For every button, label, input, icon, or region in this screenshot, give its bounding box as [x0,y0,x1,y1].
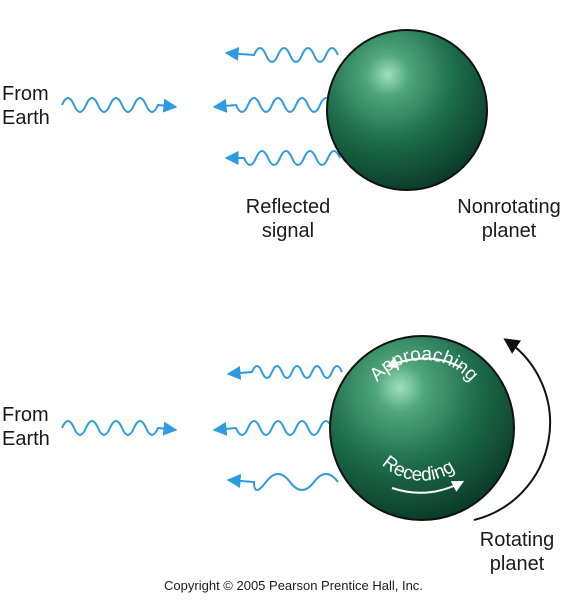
receding-arrow [391,480,465,494]
incoming-signal-wave [61,97,178,113]
redshifted-wave [226,473,339,491]
rotating-planet [329,335,515,521]
copyright-notice: Copyright © 2005 Pearson Prentice Hall, … [164,578,423,593]
from-earth-label-top: From Earth [2,83,50,129]
rotating-planet-label: Rotating planet [479,529,555,575]
approaching-arrow [385,356,463,369]
reflected-wave-middle [212,97,333,113]
incoming-signal-wave-2 [61,420,178,436]
rotation-direction-arrow [473,338,552,521]
reflected-wave-bottom [224,150,341,166]
blueshifted-wave [226,365,343,380]
from-earth-label-bottom: From Earth [2,404,50,450]
reflected-signal-label: Reflected signal [245,196,331,242]
reflected-wave-top [224,46,339,63]
nonrotating-planet [326,29,488,191]
unshifted-wave [212,420,333,436]
nonrotating-planet-label: Nonrotating planet [457,196,561,242]
